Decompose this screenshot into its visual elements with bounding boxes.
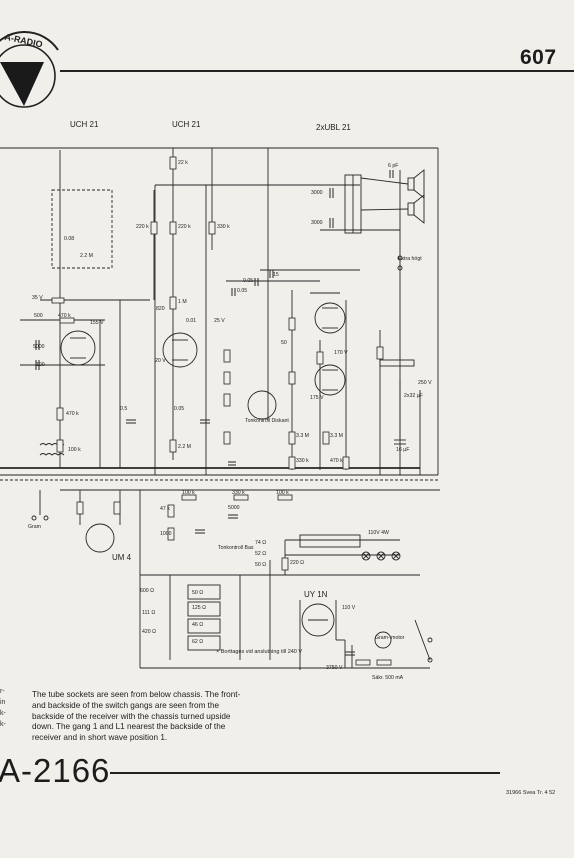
footnote: × Borttages vid anslutning till 240 V — [216, 649, 303, 655]
resistor-label: 820 — [156, 306, 165, 312]
resistor-label: 330 k — [296, 458, 309, 464]
resistor-label: 600 Ω — [140, 588, 154, 594]
voltage-label: 35 V — [32, 295, 43, 301]
capacitor-label: 0.05 — [174, 406, 185, 412]
caption-text: The tube sockets are seen from below cha… — [32, 690, 241, 743]
control-label: Tonkontroll Bas — [218, 545, 254, 551]
resistor-label: 52 Ω — [255, 551, 267, 557]
voltage-label: 110 V — [342, 605, 356, 611]
terminal-label: Extra högt — [398, 256, 422, 262]
resistor-label: 330 k — [232, 490, 245, 496]
resistor-label: 3.3 M — [296, 433, 309, 439]
voltage-label: 20 V — [155, 358, 166, 364]
resistor-label: 470 k — [330, 458, 343, 464]
resistor-label: 220 k — [178, 224, 191, 230]
capacitor-label: 0.05 — [237, 288, 248, 294]
voltage-label: 3750 V — [326, 665, 343, 671]
model-number: A-2166 — [0, 752, 111, 789]
resistor-label: 62 Ω — [192, 639, 204, 645]
resistor-label: 50 Ω — [192, 590, 204, 596]
resistor-label: 46 Ω — [192, 622, 204, 628]
control-label: Tonkontroll Diskant — [245, 418, 289, 424]
resistor-label: 50 Ω — [255, 562, 267, 568]
resistor-label: 125 Ω — [192, 605, 206, 611]
resistor-label: 420 Ω — [142, 629, 156, 635]
capacitor-label: 2x32 µF — [404, 393, 423, 399]
capacitor-label: 0.5 — [120, 406, 128, 412]
resistor-label: 2.2 M — [178, 444, 191, 450]
resistor-label: 47 k — [160, 506, 170, 512]
tube-label-um4: UM 4 — [112, 553, 132, 562]
capacitor-label: 5000 — [33, 344, 45, 350]
input-label: Gram — [28, 524, 41, 530]
logo: A-RADIO — [0, 28, 66, 108]
capacitor-label: 15 — [273, 272, 279, 278]
capacitor-label: 50 — [281, 340, 287, 346]
resistor-label: 330 k — [217, 224, 230, 230]
lamp-label: 110V 4W — [368, 530, 389, 536]
resistor-label: 100 k — [68, 447, 81, 453]
margin-fragment: r- — [0, 688, 5, 695]
tube-label-uy1n: UY 1N — [304, 590, 328, 599]
capacitor-label: 16 µF — [396, 447, 410, 453]
voltage-label: 175 V — [310, 395, 324, 401]
logo-emblem: A-RADIO — [0, 31, 59, 108]
header-rule — [60, 70, 574, 72]
tube-label-uch21-b: UCH 21 — [172, 120, 201, 129]
capacitor-label: 0.01 — [186, 318, 197, 324]
capacitor-label: 0.08 — [64, 236, 75, 242]
capacitor-label: 1000 — [160, 531, 172, 537]
voltage-label: 170 V — [334, 350, 348, 356]
capacitor-label: 3000 — [311, 190, 323, 196]
margin-fragment: in — [0, 699, 6, 706]
capacitor-label: 0.05 — [243, 278, 254, 284]
capacitor-label: 500 — [34, 313, 43, 319]
resistor-label: 470 k — [58, 313, 71, 319]
resistor-label: 100 k — [276, 490, 289, 496]
capacitor-label: 5000 — [228, 505, 240, 511]
margin-fragment: k- — [0, 710, 6, 717]
margin-fragment: k- — [0, 721, 6, 728]
resistor-label: 74 Ω — [255, 540, 267, 546]
voltage-label: 155 V — [90, 320, 104, 326]
print-info: 31966 Svea Tr. 4 52 — [506, 790, 556, 796]
tube-label-uch21-a: UCH 21 — [70, 120, 99, 129]
voltage-label: 25 V — [214, 318, 225, 324]
resistor-label: 470 k — [66, 411, 79, 417]
footer-rule — [110, 772, 500, 774]
resistor-label: 111 Ω — [142, 610, 156, 616]
tube-label-ubl21: 2xUBL 21 — [316, 123, 351, 132]
fuse-label: Säkr. 500 mA — [372, 675, 404, 681]
resistor-label: 100 k — [182, 490, 195, 496]
resistor-label: 2.2 M — [80, 253, 93, 259]
resistor-label: 22 k — [178, 160, 188, 166]
motor-label: Gram- motor — [375, 635, 405, 641]
resistor-label: 220 k — [136, 224, 149, 230]
capacitor-label: 3000 — [311, 220, 323, 226]
resistor-label: 220 Ω — [290, 560, 304, 566]
capacitor-label: 6 pF — [388, 163, 399, 169]
resistor-label: 1 M — [178, 299, 187, 305]
page-number: 607 — [520, 46, 557, 69]
capacitor-label: 100 — [36, 362, 45, 368]
resistor-label: 3.3 M — [330, 433, 343, 439]
voltage-label: 250 V — [418, 380, 432, 386]
